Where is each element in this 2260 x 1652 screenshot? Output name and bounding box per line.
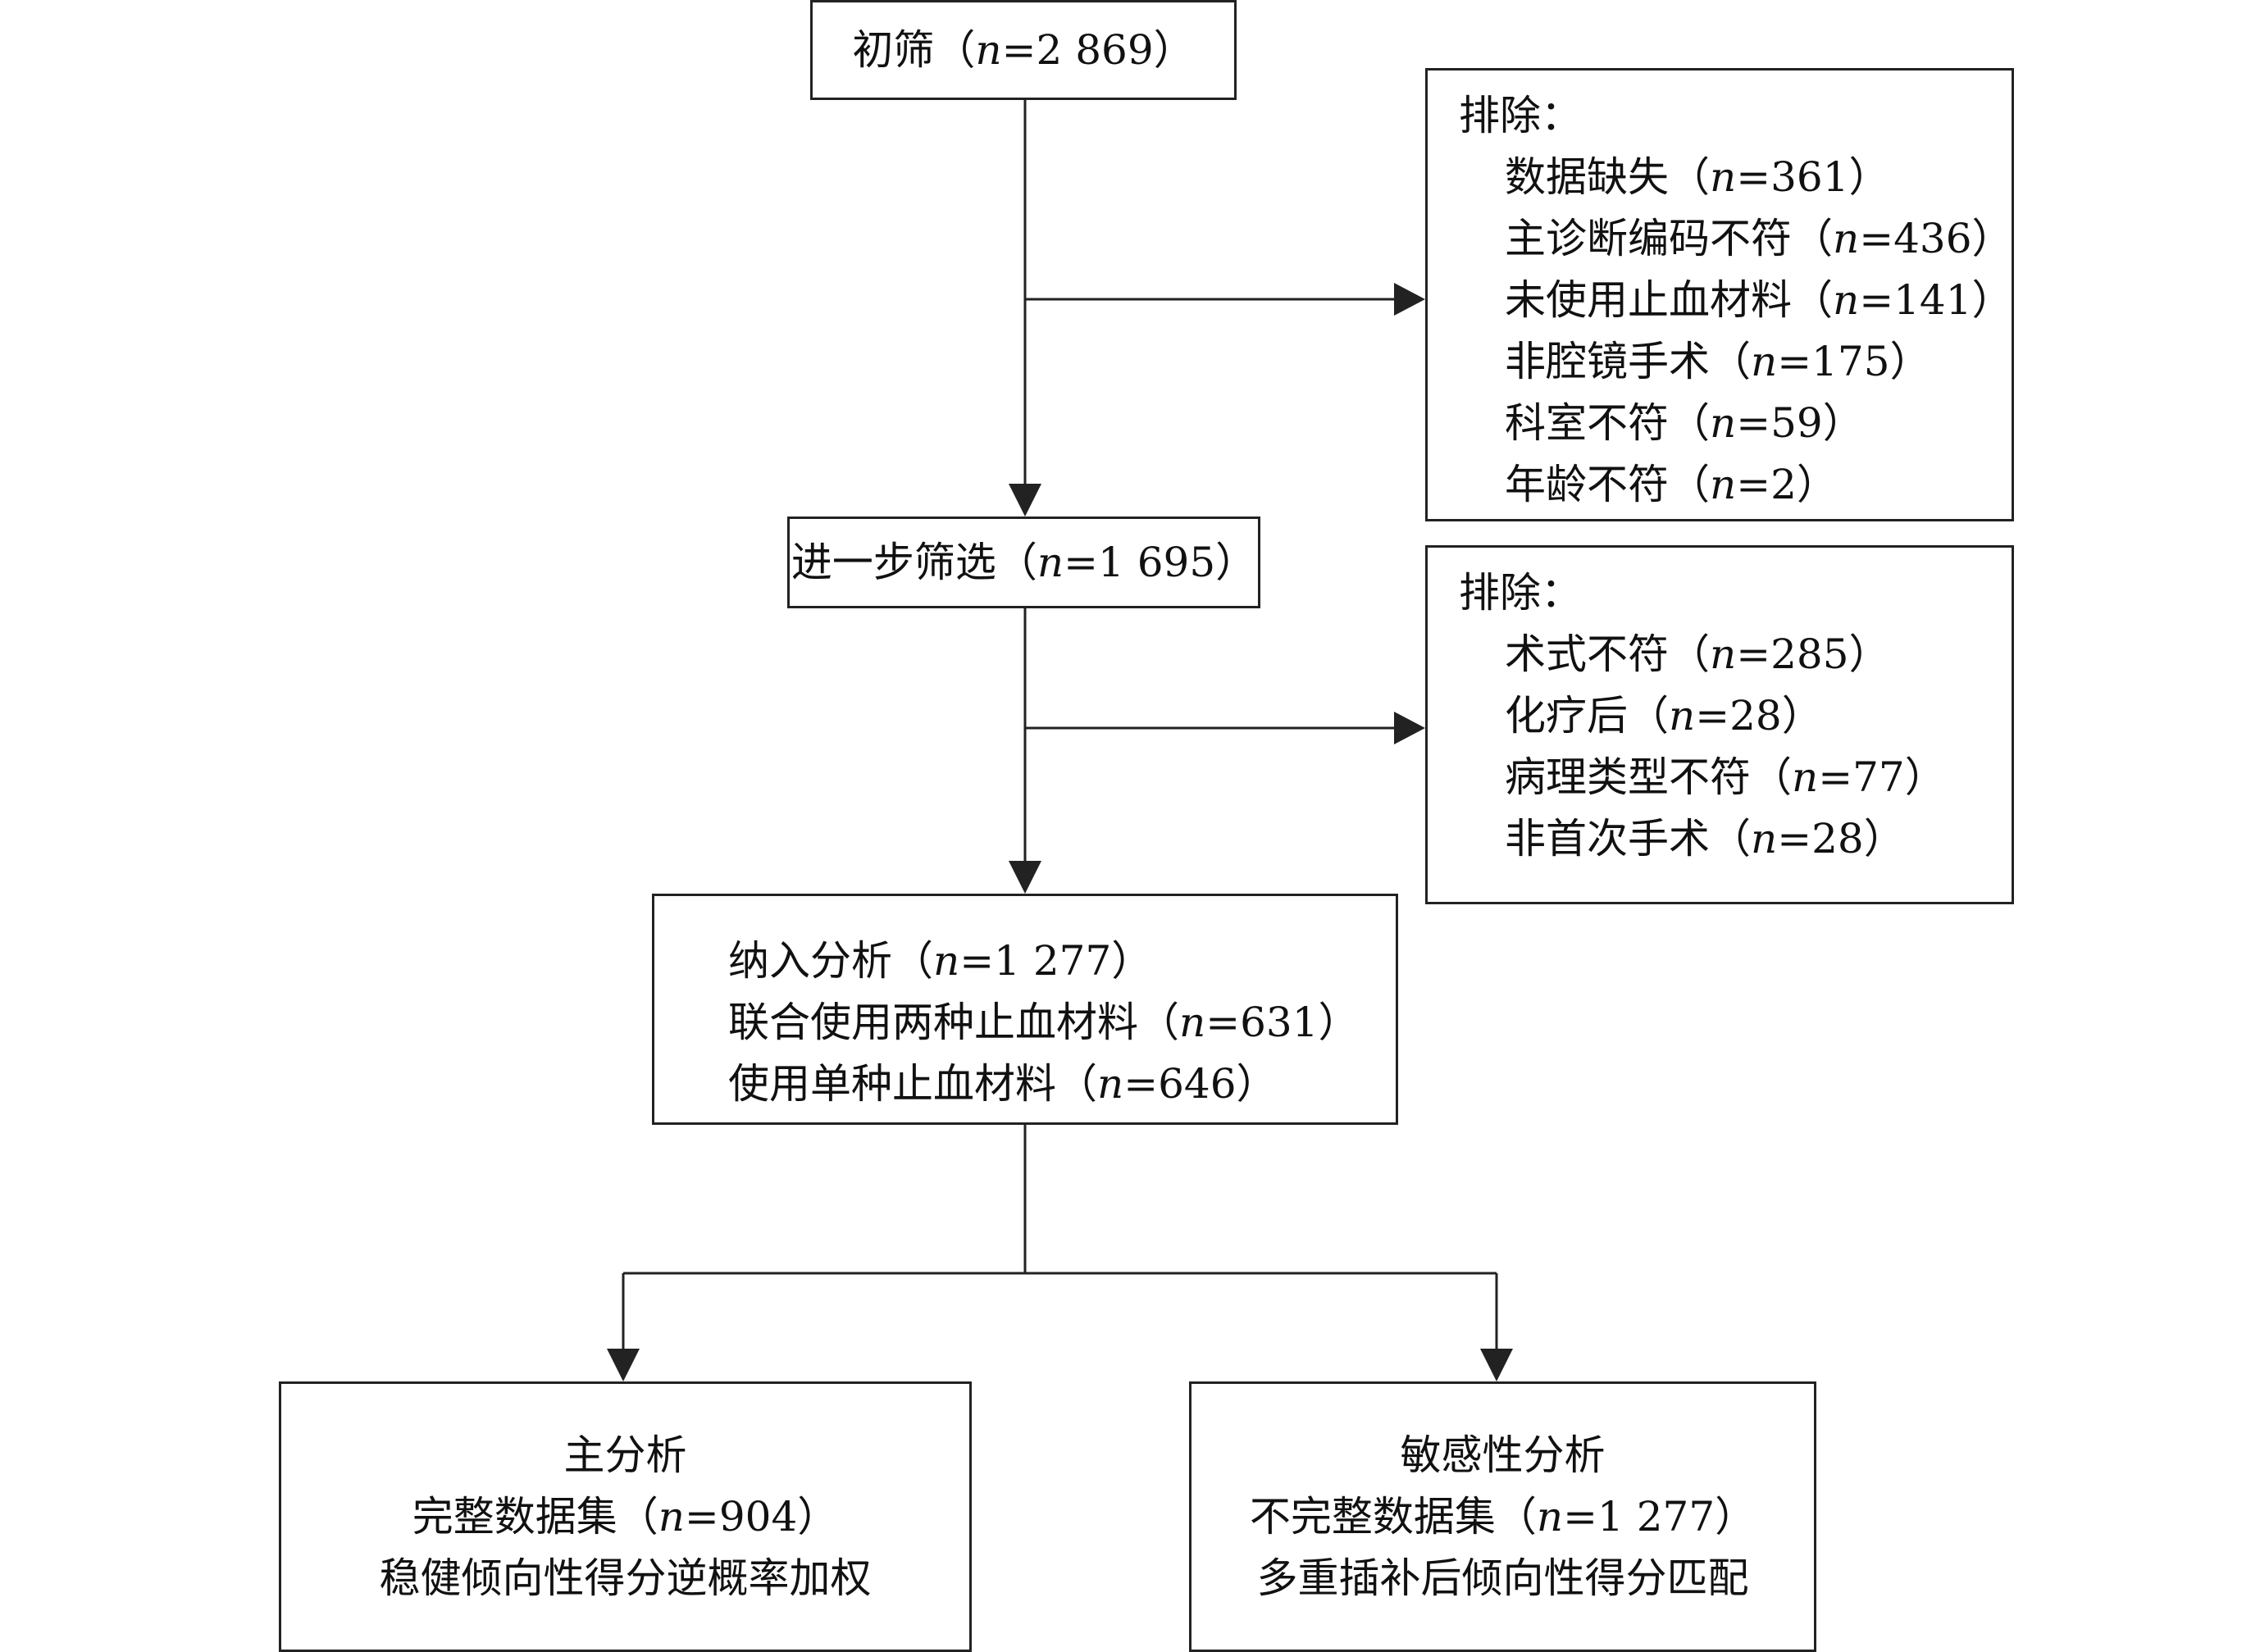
main-analysis-title: 主分析 bbox=[563, 1431, 687, 1479]
exclusion-box-2: 排除： 术式不符（n=285） 化疗后（n=28） 病理类型不符（n=77） 非… bbox=[1425, 545, 2014, 904]
exclusion-item: 非首次手术（n=28） bbox=[1505, 815, 1905, 862]
initial-screen-box: 初筛（n=2 869） bbox=[810, 0, 1237, 100]
further-screen-box: 进一步筛选（n=1 695） bbox=[787, 517, 1260, 608]
sensitivity-analysis-box: 敏感性分析 不完整数据集（n=1 277） 多重插补后倾向性得分匹配 bbox=[1189, 1381, 1816, 1652]
sensitivity-analysis-title: 敏感性分析 bbox=[1400, 1431, 1606, 1479]
included-combined: 联合使用两种止血材料（n=631） bbox=[728, 999, 1360, 1046]
exclusion-heading: 排除： bbox=[1459, 569, 1582, 617]
arrowhead-exclusion-1 bbox=[1394, 283, 1425, 316]
arrowhead-further bbox=[1009, 484, 1041, 517]
exclusion-item: 病理类型不符（n=77） bbox=[1505, 753, 1946, 801]
exclusion-item: 科室不符（n=59） bbox=[1505, 399, 1864, 447]
exclusion-item: 未使用止血材料（n=141） bbox=[1505, 276, 2013, 324]
sensitivity-analysis-method: 多重插补后倾向性得分匹配 bbox=[1256, 1554, 1749, 1602]
arrowhead-included bbox=[1009, 861, 1041, 894]
exclusion-heading: 排除： bbox=[1459, 92, 1582, 139]
exclusion-item: 非腔镜手术（n=175） bbox=[1505, 338, 1931, 385]
exclusion-item: 化疗后（n=28） bbox=[1505, 692, 1823, 740]
exclusion-item: 年龄不符（n=2） bbox=[1505, 461, 1838, 508]
exclusion-item: 数据缺失（n=361） bbox=[1505, 153, 1890, 201]
initial-screen-text: 初筛（n=2 869） bbox=[852, 25, 1195, 74]
exclusion-item: 术式不符（n=285） bbox=[1505, 630, 1890, 678]
exclusion-item: 主诊断编码不符（n=436） bbox=[1505, 215, 2013, 262]
exclusion-box-1: 排除： 数据缺失（n=361） 主诊断编码不符（n=436） 未使用止血材料（n… bbox=[1425, 68, 2014, 521]
included-total: 纳入分析（n=1 277） bbox=[728, 937, 1153, 985]
arrowhead-sensitivity bbox=[1480, 1349, 1513, 1381]
sensitivity-analysis-dataset: 不完整数据集（n=1 277） bbox=[1249, 1492, 1757, 1541]
arrowhead-main bbox=[607, 1349, 640, 1381]
main-analysis-method: 稳健倾向性得分逆概率加权 bbox=[379, 1554, 872, 1602]
main-analysis-box: 主分析 完整数据集（n=904） 稳健倾向性得分逆概率加权 bbox=[279, 1381, 972, 1652]
main-analysis-dataset: 完整数据集（n=904） bbox=[412, 1492, 839, 1541]
arrowhead-exclusion-2 bbox=[1394, 712, 1425, 744]
included-box: 纳入分析（n=1 277） 联合使用两种止血材料（n=631） 使用单种止血材料… bbox=[652, 894, 1398, 1125]
further-screen-text: 进一步筛选（n=1 695） bbox=[791, 538, 1257, 586]
included-single: 使用单种止血材料（n=646） bbox=[728, 1060, 1278, 1108]
